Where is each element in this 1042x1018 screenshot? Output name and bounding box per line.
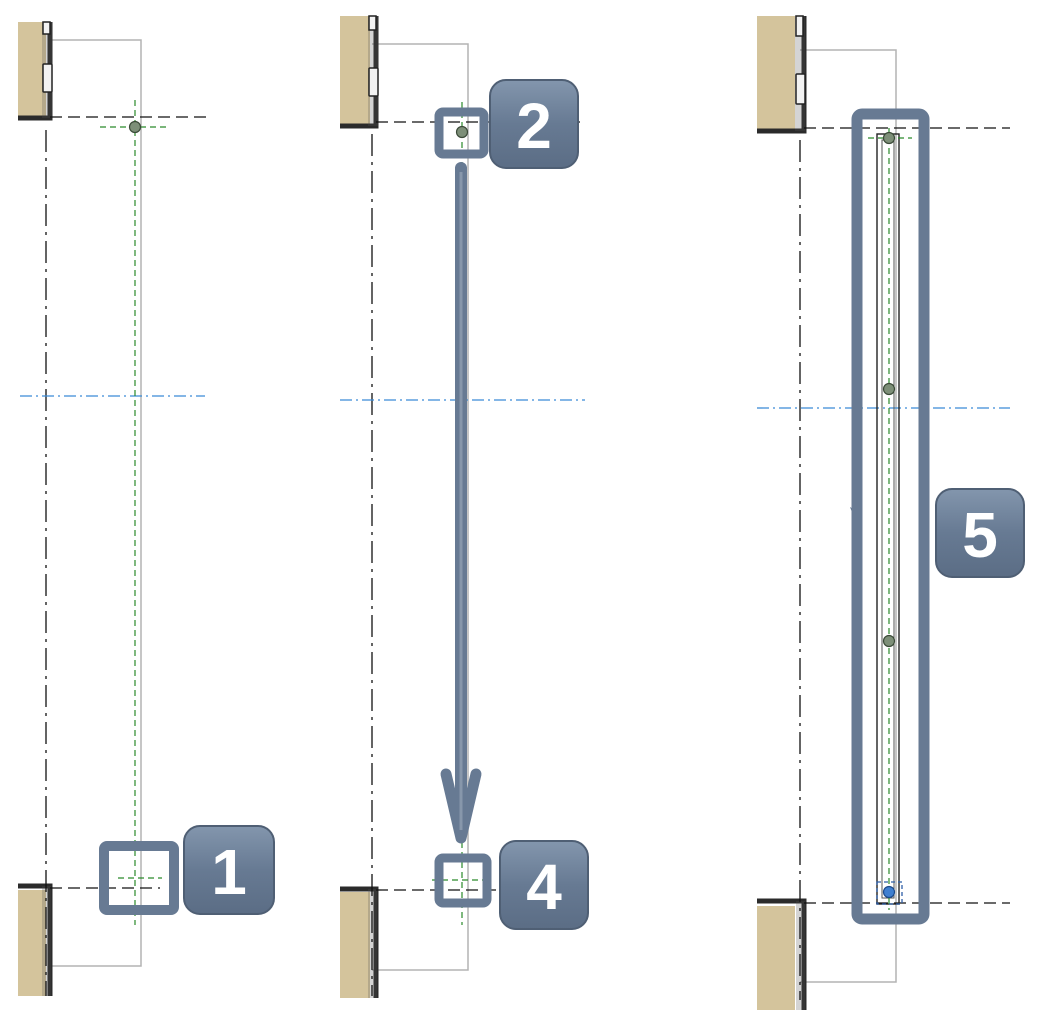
wall-top xyxy=(340,15,379,129)
element-outline xyxy=(372,43,469,971)
grip-node-icon[interactable] xyxy=(455,125,469,139)
callout-frame-4 xyxy=(434,853,492,908)
callout-badge-1: 1 xyxy=(183,825,275,915)
element-outline xyxy=(800,49,897,983)
arrow-down-icon xyxy=(440,162,482,844)
callout-badge-4: 4 xyxy=(499,840,589,930)
grip-node-icon[interactable] xyxy=(882,131,896,145)
wall-bottom xyxy=(18,883,53,996)
panel-2: 2 4 xyxy=(340,15,589,998)
callout-frame-5 xyxy=(851,108,930,925)
callout-label-4: 4 xyxy=(526,851,562,923)
callout-frame-2 xyxy=(434,107,489,159)
panel-3: 5 xyxy=(757,15,1025,1010)
wall-top xyxy=(18,21,53,121)
grip-node-icon[interactable] xyxy=(128,120,142,134)
grip-node-icon[interactable] xyxy=(882,634,896,648)
wall-top xyxy=(757,15,807,134)
selection-box xyxy=(876,881,903,905)
grip-node-icon[interactable] xyxy=(882,382,896,396)
callout-label-5: 5 xyxy=(962,499,998,571)
wall-bottom xyxy=(757,898,807,1010)
selected-element-inner xyxy=(881,139,895,899)
panel-1: 1 xyxy=(18,21,275,996)
callout-label-2: 2 xyxy=(516,90,552,162)
callout-label-1: 1 xyxy=(211,836,247,908)
callout-badge-5: 5 xyxy=(935,488,1025,578)
callout-frame-1 xyxy=(99,841,179,915)
grip-node-selected-icon[interactable] xyxy=(882,885,896,899)
element-outline xyxy=(50,39,142,967)
callout-badge-2: 2 xyxy=(489,79,579,169)
wall-bottom xyxy=(340,886,379,998)
